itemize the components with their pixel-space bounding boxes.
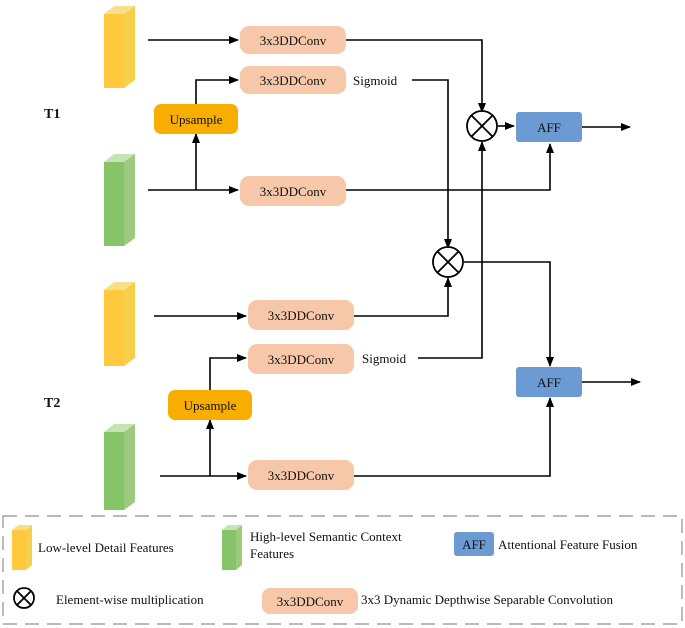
conv-label: 3x3DDConv (268, 308, 335, 323)
legend-high-level-text-1: High-level Semantic Context (250, 529, 402, 544)
legend-conv-desc: 3x3 Dynamic Depthwise Separable Convolut… (361, 592, 614, 607)
conv-block-t1-low: 3x3DDConv (240, 26, 346, 54)
conv-label: 3x3DDConv (268, 468, 335, 483)
legend-conv-badge-text: 3x3DDConv (277, 594, 344, 609)
conv-block-t2-low: 3x3DDConv (248, 300, 354, 330)
conv-block-t1-high: 3x3DDConv (240, 176, 346, 206)
conv-block-t1-sigmoid: 3x3DDConv (240, 66, 346, 94)
aff-label: AFF (537, 120, 561, 135)
feature-block-t1-low (104, 6, 135, 88)
legend-conv-badge (262, 588, 358, 614)
legend-aff-desc: Attentional Feature Fusion (498, 537, 638, 552)
legend-high-level-text-2: Features (250, 546, 294, 561)
multiply-node-1 (466, 110, 498, 142)
aff-label: AFF (537, 375, 561, 390)
conv-block-t2-sigmoid: 3x3DDConv (248, 344, 354, 374)
conv-label: 3x3DDConv (260, 184, 327, 199)
feature-block-t2-low (104, 282, 135, 366)
conv-label: 3x3DDConv (268, 352, 335, 367)
connections (148, 36, 641, 480)
aff-block-1: AFF (516, 112, 582, 142)
feature-block-t1-high (104, 154, 135, 246)
feature-block-t2-high (104, 424, 135, 510)
upsample-block-t2: Upsample (168, 390, 252, 420)
conv-block-t2-high: 3x3DDConv (248, 460, 354, 490)
conv-label: 3x3DDConv (260, 33, 327, 48)
upsample-label: Upsample (184, 398, 237, 413)
conv-label: 3x3DDConv (260, 73, 327, 88)
legend-aff-badge (454, 532, 494, 556)
upsample-block-t1: Upsample (154, 104, 238, 134)
aff-block-2: AFF (516, 367, 582, 397)
row-label-t2: T2 (44, 396, 60, 411)
legend: Low-level Detail Features High-level Sem… (2, 515, 683, 625)
legend-aff-badge-text: AFF (462, 537, 486, 552)
legend-low-level-swatch (12, 525, 32, 570)
sigmoid-label-t1: Sigmoid (353, 73, 398, 88)
legend-high-level-swatch (222, 525, 242, 570)
row-label-t1: T1 (44, 107, 60, 122)
upsample-label: Upsample (170, 112, 223, 127)
legend-multiply-desc: Element-wise multiplication (56, 592, 204, 607)
legend-multiply-icon (13, 587, 35, 609)
multiply-node-2 (432, 246, 464, 278)
legend-low-level-text: Low-level Detail Features (38, 540, 174, 555)
sigmoid-label-t2: Sigmoid (362, 351, 407, 366)
